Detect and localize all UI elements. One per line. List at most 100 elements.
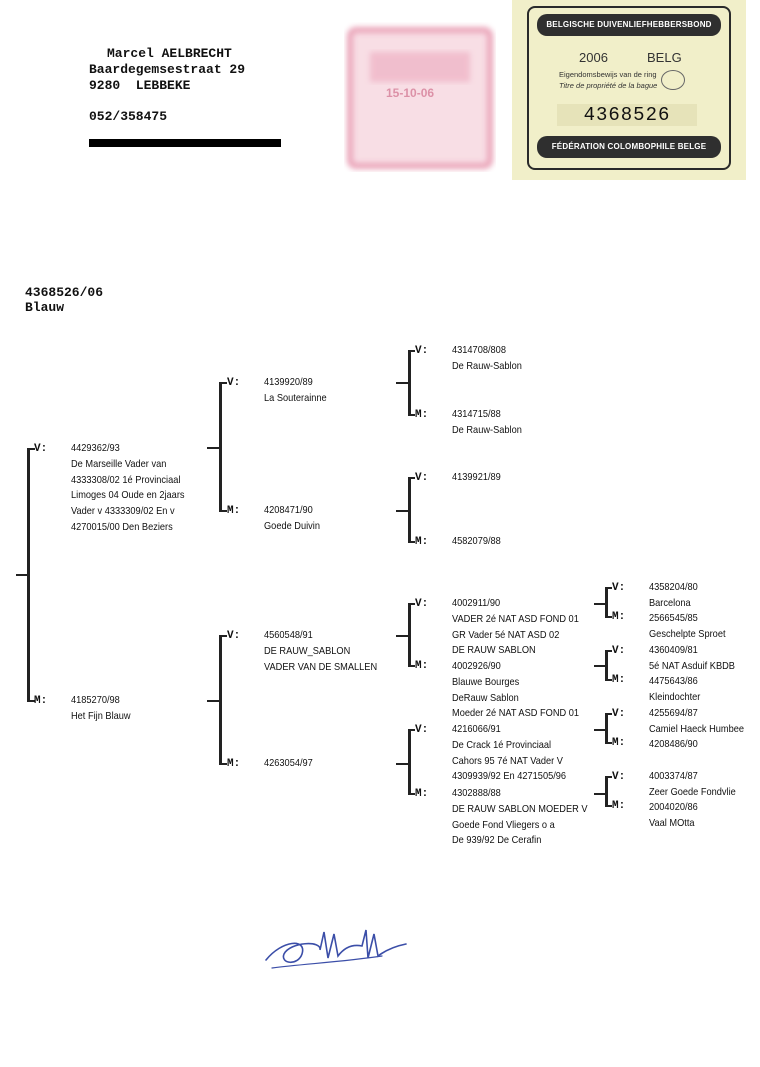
pedigree-ddd: 4302888/88 DE RAUW SABLON MOEDER V Goede… bbox=[452, 787, 588, 847]
bracket-gen2-dam-top bbox=[219, 635, 227, 637]
card-bottom-banner: FÉDÉRATION COLOMBOPHILE BELGE bbox=[537, 136, 721, 158]
b4a-bot bbox=[605, 616, 612, 618]
crown-icon bbox=[661, 70, 685, 90]
b4d-bot bbox=[605, 805, 612, 807]
pedigree-ss: 4139920/89 La Souterainne bbox=[264, 376, 327, 404]
owner-street: Baardegemsestraat 29 bbox=[89, 62, 246, 77]
label-dds: V: bbox=[415, 724, 429, 736]
bracket-gen4-b bbox=[605, 650, 608, 681]
b3c-stem bbox=[396, 635, 409, 637]
bracket-gen2-sire-bottom bbox=[219, 510, 227, 512]
card-line2: Titre de propriété de la bague bbox=[559, 81, 658, 90]
label-ddss: V: bbox=[612, 708, 626, 720]
label-dddd: M: bbox=[612, 800, 626, 812]
label-dd: M: bbox=[227, 758, 241, 770]
bracket-gen2-sire bbox=[219, 382, 222, 512]
bracket-gen2-dam bbox=[219, 635, 222, 765]
label-sd: M: bbox=[227, 505, 241, 517]
card-year: 2006 bbox=[579, 50, 608, 65]
pedigree-dssd: 2566545/85 Geschelpte Sproet bbox=[649, 612, 726, 640]
pedigree-sdd: 4582079/88 bbox=[452, 535, 501, 547]
b3d-stem bbox=[396, 763, 409, 765]
card-frame: BELGISCHE DUIVENLIEFHEBBERSBOND 2006 BEL… bbox=[527, 6, 731, 170]
bracket-gen2-dam-bottom bbox=[219, 763, 227, 765]
owner-name: Marcel AELBRECHT bbox=[107, 46, 232, 61]
label-sds: V: bbox=[415, 472, 429, 484]
b3b-stem bbox=[396, 510, 409, 512]
b3a-stem bbox=[396, 382, 409, 384]
bracket-gen1-top bbox=[27, 448, 35, 450]
b4d-stem bbox=[594, 793, 606, 795]
b3c-top bbox=[408, 603, 415, 605]
label-dsd: M: bbox=[415, 660, 429, 672]
bracket-gen4-a bbox=[605, 587, 608, 618]
pedigree-ddsd: 4208486/90 bbox=[649, 738, 698, 750]
bracket-gen3-sd bbox=[408, 477, 411, 543]
label-dssd: M: bbox=[612, 611, 626, 623]
b4b-top bbox=[605, 650, 612, 652]
bracket-gen4-d bbox=[605, 776, 608, 807]
pedigree-dddd: 2004020/86 Vaal MOtta bbox=[649, 801, 698, 829]
b3d-bot bbox=[408, 793, 415, 795]
owner-phone: 052/358475 bbox=[89, 109, 168, 124]
owner-city: 9280 LEBBEKE bbox=[89, 78, 191, 93]
label-dam: M: bbox=[34, 695, 48, 707]
pedigree-dsdd: 4475643/86 Kleindochter bbox=[649, 675, 701, 703]
pedigree-dsd: 4002926/90 Blauwe Bourges DeRauw Sablon … bbox=[452, 660, 580, 720]
label-ddsd: M: bbox=[612, 737, 626, 749]
bracket-gen1 bbox=[27, 448, 30, 702]
pedigree-sss: 4314708/808 De Rauw-Sablon bbox=[452, 344, 522, 372]
bracket-gen1-bottom bbox=[27, 700, 35, 702]
bracket-gen2-dam-stem bbox=[207, 700, 220, 702]
label-sss: V: bbox=[415, 345, 429, 357]
label-dss: V: bbox=[415, 598, 429, 610]
date-stamp: 15-10-06 bbox=[344, 22, 496, 172]
b3a-top bbox=[408, 350, 415, 352]
card-line1: Eigendomsbewijs van de ring bbox=[559, 70, 657, 79]
label-dsds: V: bbox=[612, 645, 626, 657]
pedigree-sds: 4139921/89 bbox=[452, 471, 501, 483]
b4c-bot bbox=[605, 742, 612, 744]
pedigree-dam: 4185270/98 Het Fijn Blauw bbox=[71, 694, 131, 722]
header-bar bbox=[89, 139, 281, 147]
pedigree-dsss: 4358204/80 Barcelona bbox=[649, 581, 698, 609]
b4b-stem bbox=[594, 665, 606, 667]
label-sdd: M: bbox=[415, 536, 429, 548]
bracket-gen3-dd bbox=[408, 729, 411, 795]
card-ring-number: 4368526 bbox=[557, 104, 697, 126]
pedigree-dd: 4263054/97 bbox=[264, 757, 313, 769]
b3b-top bbox=[408, 477, 415, 479]
bracket-gen4-c bbox=[605, 713, 608, 744]
pedigree-ddss: 4255694/87 Camiel Haeck Humbee bbox=[649, 707, 745, 735]
pedigree-dsds: 4360409/81 5é NAT Asduif KBDB bbox=[649, 644, 735, 672]
pedigree-ds: 4560548/91 DE RAUW_SABLON VADER VAN DE S… bbox=[264, 629, 378, 673]
bracket-gen3-ss bbox=[408, 350, 411, 416]
pedigree-dds: 4216066/91 De Crack 1é Provinciaal Cahor… bbox=[452, 723, 567, 783]
label-ss: V: bbox=[227, 377, 241, 389]
label-ddd: M: bbox=[415, 788, 429, 800]
pedigree-ssd: 4314715/88 De Rauw-Sablon bbox=[452, 408, 522, 436]
label-ssd: M: bbox=[415, 409, 429, 421]
signature bbox=[262, 920, 412, 985]
bracket-gen3-ds bbox=[408, 603, 411, 667]
pedigree-sire: 4429362/93 De Marseille Vader van 433330… bbox=[71, 442, 185, 533]
card-top-banner: BELGISCHE DUIVENLIEFHEBBERSBOND bbox=[537, 14, 721, 36]
card-country: BELG bbox=[647, 50, 682, 65]
b4c-stem bbox=[594, 729, 606, 731]
label-dsss: V: bbox=[612, 582, 626, 594]
pedigree-ddds: 4003374/87 Zeer Goede Fondvlie bbox=[649, 770, 736, 798]
label-sire: V: bbox=[34, 443, 48, 455]
bracket-gen1-stem bbox=[16, 574, 28, 576]
stamp-date: 15-10-06 bbox=[386, 86, 435, 100]
b3b-bot bbox=[408, 541, 415, 543]
b4a-stem bbox=[594, 603, 606, 605]
subject-color: Blauw bbox=[25, 300, 65, 315]
label-dsdd: M: bbox=[612, 674, 626, 686]
b3c-bot bbox=[408, 665, 415, 667]
b4a-top bbox=[605, 587, 612, 589]
label-ds: V: bbox=[227, 630, 241, 642]
b3a-bot bbox=[408, 414, 415, 416]
subject-ring: 4368526/06 bbox=[25, 285, 104, 300]
pedigree-sd: 4208471/90 Goede Duivin bbox=[264, 504, 320, 532]
b4d-top bbox=[605, 776, 612, 778]
